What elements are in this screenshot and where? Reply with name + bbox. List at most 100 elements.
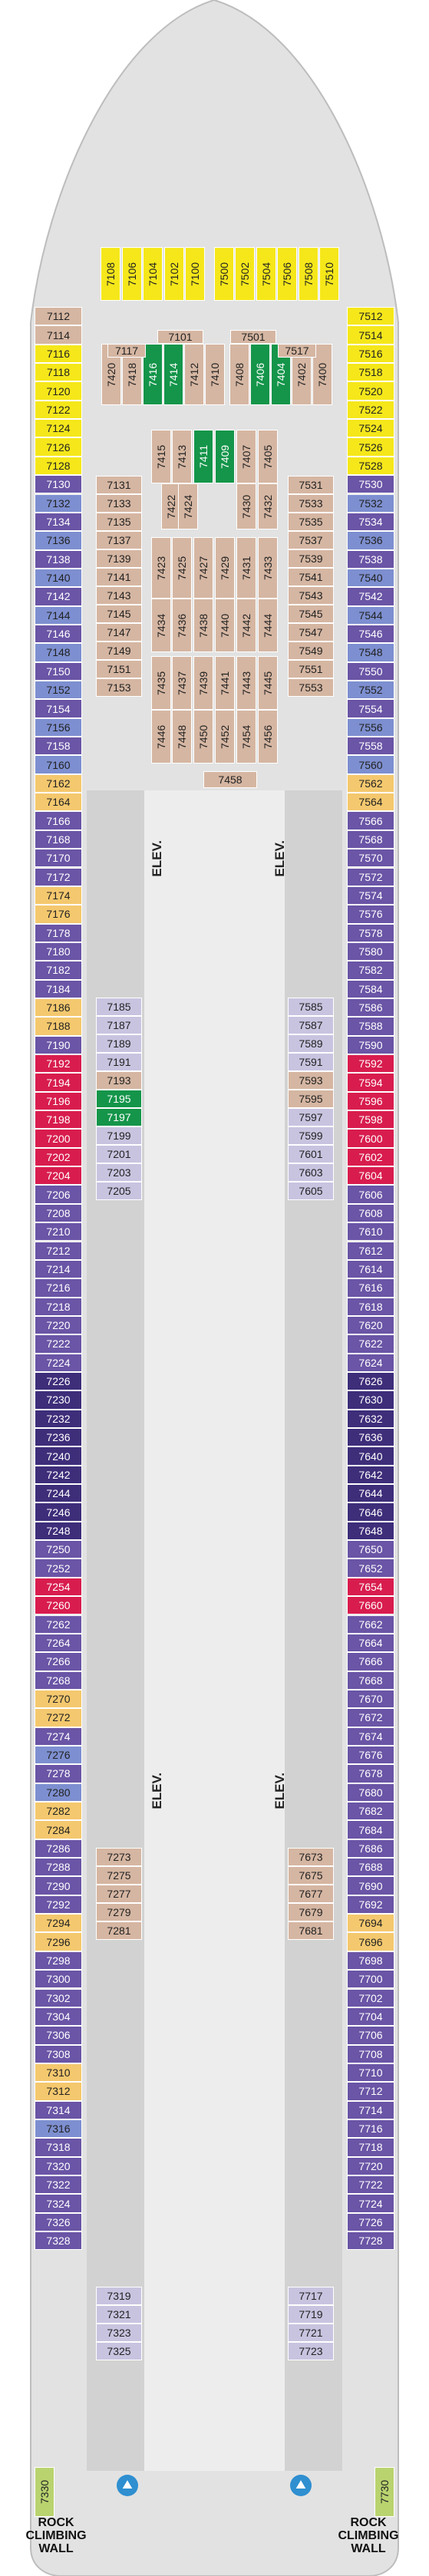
cabin-7538[interactable]: 7538 <box>347 549 394 569</box>
cabin-7586[interactable]: 7586 <box>347 998 394 1018</box>
cabin-7134[interactable]: 7134 <box>35 512 82 532</box>
cabin-7321[interactable]: 7321 <box>96 2305 142 2324</box>
cabin-7284[interactable]: 7284 <box>35 1820 82 1839</box>
cabin-7446[interactable]: 7446 <box>151 710 171 764</box>
cabin-7150[interactable]: 7150 <box>35 661 82 681</box>
cabin-7524[interactable]: 7524 <box>347 419 394 438</box>
cabin-7101[interactable]: 7101 <box>157 330 203 344</box>
cabin-7310[interactable]: 7310 <box>35 2063 82 2083</box>
cabin-7240[interactable]: 7240 <box>35 1446 82 1466</box>
cabin-7589[interactable]: 7589 <box>288 1034 334 1053</box>
cabin-7551[interactable]: 7551 <box>288 660 334 678</box>
cabin-7712[interactable]: 7712 <box>347 2082 394 2101</box>
cabin-7624[interactable]: 7624 <box>347 1353 394 1372</box>
cabin-7208[interactable]: 7208 <box>35 1203 82 1223</box>
cabin-7531[interactable]: 7531 <box>288 476 334 494</box>
cabin-7178[interactable]: 7178 <box>35 923 82 942</box>
cabin-7539[interactable]: 7539 <box>288 549 334 568</box>
cabin-7662[interactable]: 7662 <box>347 1615 394 1634</box>
cabin-7147[interactable]: 7147 <box>96 623 142 642</box>
cabin-7174[interactable]: 7174 <box>35 886 82 905</box>
cabin-7660[interactable]: 7660 <box>347 1596 394 1615</box>
cabin-7280[interactable]: 7280 <box>35 1783 82 1802</box>
cabin-7722[interactable]: 7722 <box>347 2175 394 2195</box>
cabin-7678[interactable]: 7678 <box>347 1764 394 1783</box>
cabin-7654[interactable]: 7654 <box>347 1577 394 1597</box>
cabin-7276[interactable]: 7276 <box>35 1745 82 1765</box>
cabin-7182[interactable]: 7182 <box>35 961 82 980</box>
cabin-7442[interactable]: 7442 <box>236 599 256 652</box>
cabin-7136[interactable]: 7136 <box>35 531 82 550</box>
cabin-7522[interactable]: 7522 <box>347 400 394 420</box>
cabin-7304[interactable]: 7304 <box>35 2007 82 2027</box>
cabin-7176[interactable]: 7176 <box>35 905 82 924</box>
cabin-7570[interactable]: 7570 <box>347 849 394 868</box>
cabin-7206[interactable]: 7206 <box>35 1185 82 1204</box>
cabin-7166[interactable]: 7166 <box>35 811 82 830</box>
cabin-7518[interactable]: 7518 <box>347 363 394 382</box>
cabin-7168[interactable]: 7168 <box>35 830 82 849</box>
cabin-7720[interactable]: 7720 <box>347 2156 394 2175</box>
cabin-7544[interactable]: 7544 <box>347 605 394 625</box>
cabin-7540[interactable]: 7540 <box>347 568 394 588</box>
cabin-7440[interactable]: 7440 <box>215 599 235 652</box>
cabin-7201[interactable]: 7201 <box>96 1145 142 1163</box>
cabin-7588[interactable]: 7588 <box>347 1017 394 1036</box>
cabin-7508[interactable]: 7508 <box>298 247 318 301</box>
cabin-7118[interactable]: 7118 <box>35 363 82 382</box>
cabin-7598[interactable]: 7598 <box>347 1110 394 1130</box>
cabin-7415[interactable]: 7415 <box>151 430 171 483</box>
cabin-7599[interactable]: 7599 <box>288 1126 334 1145</box>
cabin-7120[interactable]: 7120 <box>35 381 82 401</box>
cabin-7296[interactable]: 7296 <box>35 1932 82 1951</box>
cabin-7196[interactable]: 7196 <box>35 1091 82 1111</box>
cabin-7536[interactable]: 7536 <box>347 531 394 550</box>
cabin-7244[interactable]: 7244 <box>35 1484 82 1503</box>
cabin-7533[interactable]: 7533 <box>288 494 334 513</box>
cabin-7164[interactable]: 7164 <box>35 793 82 812</box>
cabin-7434[interactable]: 7434 <box>151 599 171 652</box>
cabin-7252[interactable]: 7252 <box>35 1558 82 1578</box>
cabin-7236[interactable]: 7236 <box>35 1428 82 1447</box>
cabin-7554[interactable]: 7554 <box>347 699 394 718</box>
cabin-7102[interactable]: 7102 <box>163 247 184 301</box>
cabin-7721[interactable]: 7721 <box>288 2324 334 2342</box>
cabin-7456[interactable]: 7456 <box>258 710 278 764</box>
cabin-7506[interactable]: 7506 <box>277 247 297 301</box>
cabin-7562[interactable]: 7562 <box>347 773 394 793</box>
cabin-7675[interactable]: 7675 <box>288 1866 334 1885</box>
cabin-7601[interactable]: 7601 <box>288 1145 334 1163</box>
cabin-7702[interactable]: 7702 <box>347 1988 394 2007</box>
cabin-7194[interactable]: 7194 <box>35 1073 82 1092</box>
cabin-7188[interactable]: 7188 <box>35 1017 82 1036</box>
cabin-7652[interactable]: 7652 <box>347 1558 394 1578</box>
cabin-7458[interactable]: 7458 <box>203 771 257 788</box>
cabin-7445[interactable]: 7445 <box>258 656 278 710</box>
cabin-7281[interactable]: 7281 <box>96 1921 142 1940</box>
cabin-7431[interactable]: 7431 <box>236 537 256 599</box>
cabin-7517[interactable]: 7517 <box>278 344 316 358</box>
cabin-7275[interactable]: 7275 <box>96 1866 142 1885</box>
cabin-7585[interactable]: 7585 <box>288 998 334 1016</box>
cabin-7139[interactable]: 7139 <box>96 549 142 568</box>
cabin-7278[interactable]: 7278 <box>35 1764 82 1783</box>
cabin-7597[interactable]: 7597 <box>288 1108 334 1126</box>
cabin-7191[interactable]: 7191 <box>96 1053 142 1071</box>
cabin-7560[interactable]: 7560 <box>347 755 394 774</box>
cabin-7142[interactable]: 7142 <box>35 587 82 606</box>
cabin-7298[interactable]: 7298 <box>35 1951 82 1971</box>
cabin-7590[interactable]: 7590 <box>347 1035 394 1054</box>
cabin-7144[interactable]: 7144 <box>35 605 82 625</box>
cabin-7323[interactable]: 7323 <box>96 2324 142 2342</box>
cabin-7591[interactable]: 7591 <box>288 1053 334 1071</box>
cabin-7514[interactable]: 7514 <box>347 325 394 345</box>
cabin-7600[interactable]: 7600 <box>347 1129 394 1148</box>
cabin-7316[interactable]: 7316 <box>35 2119 82 2139</box>
cabin-7549[interactable]: 7549 <box>288 642 334 660</box>
cabin-7620[interactable]: 7620 <box>347 1315 394 1335</box>
cabin-7642[interactable]: 7642 <box>347 1465 394 1485</box>
cabin-7140[interactable]: 7140 <box>35 568 82 588</box>
cabin-7135[interactable]: 7135 <box>96 513 142 531</box>
cabin-7277[interactable]: 7277 <box>96 1885 142 1903</box>
cabin-7450[interactable]: 7450 <box>193 710 213 764</box>
